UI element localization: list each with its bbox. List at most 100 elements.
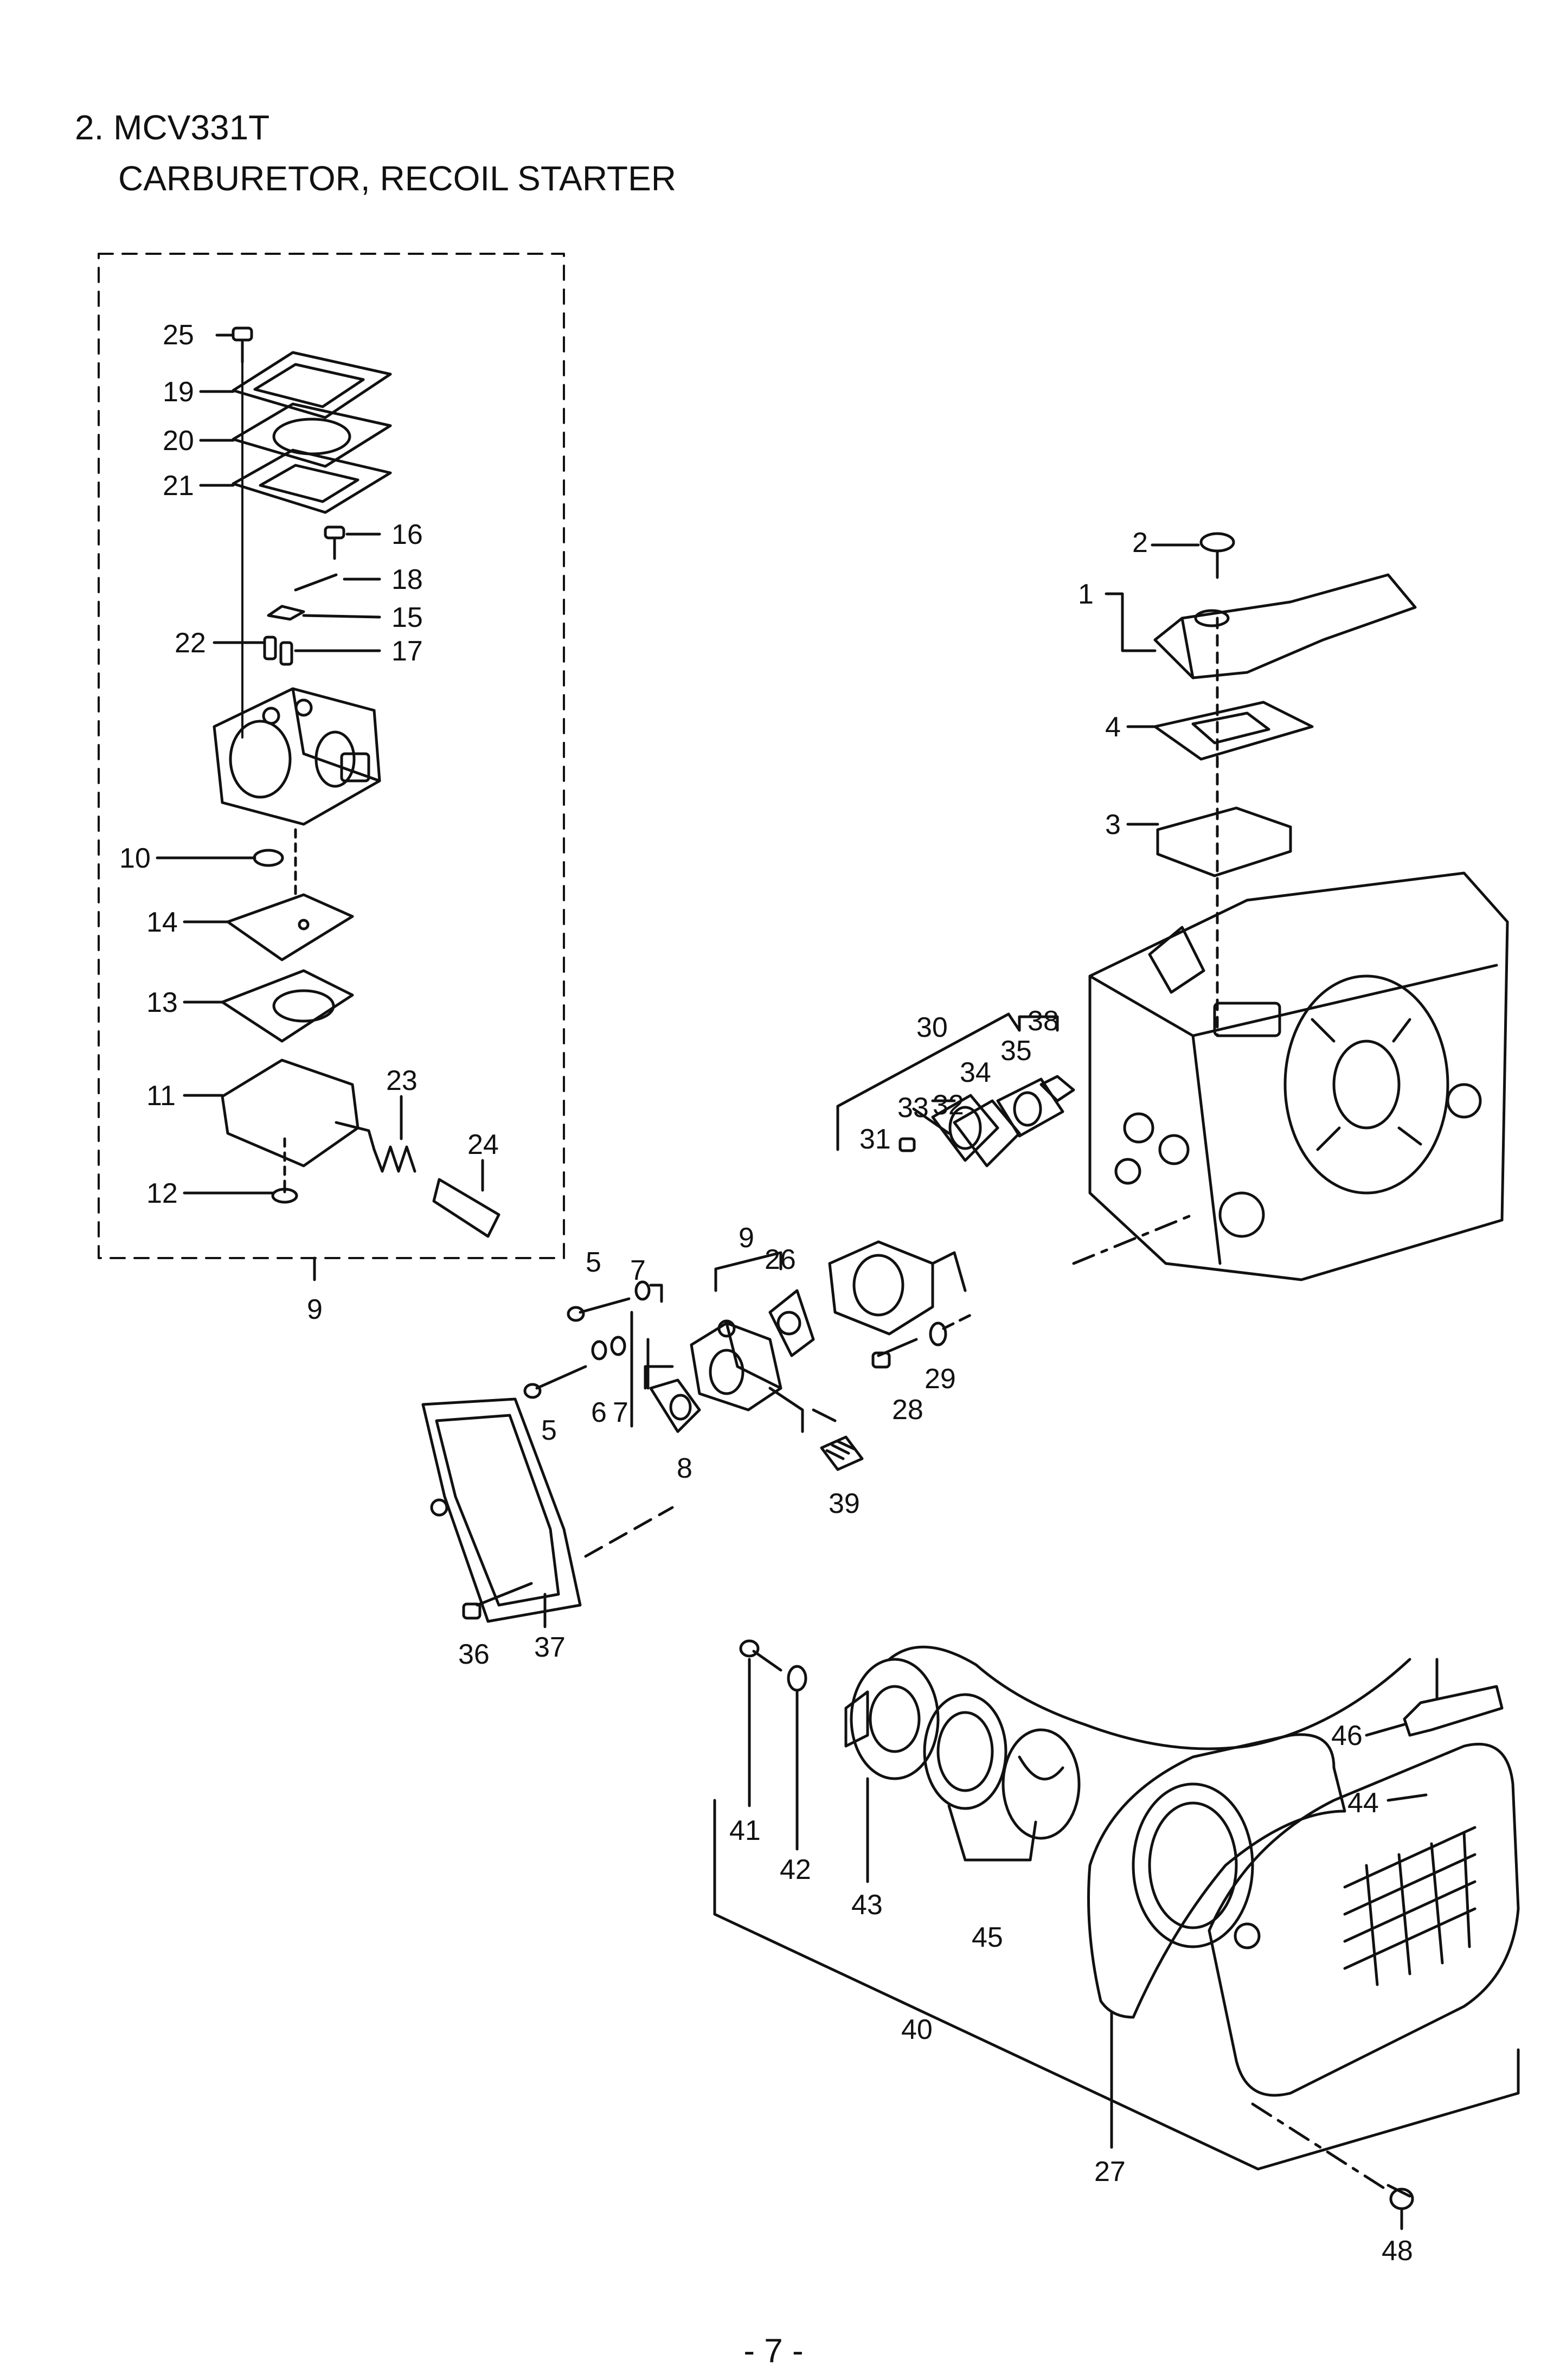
screw-part-28 bbox=[871, 1338, 918, 1369]
spring-part-23 bbox=[373, 1095, 416, 1173]
gasket-part-34 bbox=[953, 1099, 1021, 1167]
label-24: 24 bbox=[467, 1129, 499, 1160]
fan-cover-part-27 bbox=[1087, 1733, 1346, 2149]
needle-part-17 bbox=[279, 641, 381, 666]
carburetor-detail-boundary bbox=[98, 253, 565, 1259]
reel-part-43 bbox=[844, 1658, 940, 1883]
label-20: 20 bbox=[163, 425, 194, 457]
label-12: 12 bbox=[146, 1178, 178, 1209]
label-5-upper: 5 bbox=[586, 1247, 601, 1278]
bracket-38 bbox=[1018, 1015, 1059, 1032]
gasket-part-21 bbox=[199, 448, 392, 514]
label-9-detail: 9 bbox=[307, 1294, 323, 1325]
label-34: 34 bbox=[960, 1057, 991, 1088]
label-36: 36 bbox=[458, 1639, 490, 1670]
label-30: 30 bbox=[916, 1012, 948, 1043]
intake-manifold bbox=[828, 1240, 967, 1336]
label-5-lower: 5 bbox=[541, 1415, 557, 1446]
label-13: 13 bbox=[146, 987, 178, 1018]
label-19: 19 bbox=[163, 376, 194, 408]
label-22: 22 bbox=[175, 627, 206, 659]
insulator-part-32 bbox=[931, 1094, 999, 1162]
label-46: 46 bbox=[1331, 1720, 1363, 1752]
carburetor-part-9 bbox=[690, 1251, 804, 1433]
pin-part-18 bbox=[294, 573, 381, 592]
screw-part-36 bbox=[462, 1582, 533, 1620]
label-1: 1 bbox=[1078, 579, 1094, 610]
label-15: 15 bbox=[391, 602, 423, 633]
gasket-part-13 bbox=[183, 969, 354, 1043]
section-title: 2. MCV331T bbox=[75, 108, 270, 147]
label-3: 3 bbox=[1105, 809, 1121, 841]
label-40: 40 bbox=[901, 2014, 933, 2045]
label-42: 42 bbox=[780, 1854, 811, 1885]
diaphragm-part-14 bbox=[183, 893, 354, 961]
label-23: 23 bbox=[386, 1065, 418, 1096]
label-39: 39 bbox=[829, 1488, 860, 1519]
label-35: 35 bbox=[1000, 1035, 1032, 1067]
gasket-part-8 bbox=[644, 1365, 701, 1433]
label-16: 16 bbox=[391, 519, 423, 550]
manifold-part-26 bbox=[768, 1289, 815, 1357]
plate-part-38 bbox=[1039, 1075, 1075, 1102]
knob-part-2 bbox=[1151, 532, 1235, 579]
needle-part-22 bbox=[213, 636, 277, 660]
label-2: 2 bbox=[1132, 527, 1148, 559]
label-18: 18 bbox=[391, 564, 423, 595]
label-41: 41 bbox=[729, 1815, 761, 1846]
pump-cover-part-19 bbox=[199, 351, 392, 419]
metering-cover-part-11 bbox=[183, 1059, 376, 1189]
air-filter-part-3 bbox=[1126, 617, 1292, 1037]
label-21: 21 bbox=[163, 470, 194, 502]
screw-part-33 bbox=[898, 1137, 916, 1152]
adjust-screw-part-39 bbox=[812, 1408, 864, 1471]
label-7-lower: 7 bbox=[613, 1397, 628, 1428]
label-17: 17 bbox=[391, 636, 423, 667]
air-cleaner-cover-part-1 bbox=[1105, 573, 1417, 679]
label-4: 4 bbox=[1105, 711, 1121, 743]
filter-holder-part-4 bbox=[1126, 701, 1314, 761]
page-number: - 7 - bbox=[743, 2332, 804, 2370]
lever-part-15 bbox=[267, 605, 381, 621]
label-43: 43 bbox=[851, 1889, 883, 1921]
bracket-30 bbox=[836, 1012, 1021, 1151]
bolt-part-41 bbox=[739, 1639, 782, 1807]
starter-rope bbox=[888, 1645, 1411, 1750]
label-48: 48 bbox=[1382, 2235, 1413, 2267]
label-25: 25 bbox=[163, 319, 194, 351]
label-26: 26 bbox=[765, 1244, 796, 1275]
label-9: 9 bbox=[739, 1222, 754, 1254]
label-32: 32 bbox=[933, 1089, 964, 1121]
handle-part-46 bbox=[1365, 1658, 1504, 1737]
washer-part-6 bbox=[591, 1340, 607, 1361]
label-6: 6 bbox=[591, 1397, 607, 1428]
label-28: 28 bbox=[892, 1394, 923, 1426]
label-7-upper: 7 bbox=[630, 1255, 646, 1286]
screw-part-25 bbox=[215, 326, 253, 364]
screw-part-5-lower bbox=[523, 1365, 587, 1399]
starter-housing bbox=[1208, 1742, 1520, 2097]
gasket-part-35 bbox=[996, 1077, 1064, 1138]
filter-part-10 bbox=[156, 828, 297, 896]
washer-part-7-lower bbox=[610, 1336, 626, 1356]
adjust-screw-part-24 bbox=[432, 1159, 500, 1238]
label-14: 14 bbox=[146, 907, 178, 938]
engine-crankcase bbox=[1088, 871, 1509, 1281]
label-31: 31 bbox=[859, 1124, 891, 1155]
label-38: 38 bbox=[1028, 1005, 1059, 1037]
label-11: 11 bbox=[146, 1080, 176, 1112]
section-subtitle: CARBURETOR, RECOIL STARTER bbox=[118, 159, 676, 198]
label-8: 8 bbox=[677, 1453, 692, 1484]
screw-part-48 bbox=[1386, 2184, 1414, 2230]
label-27: 27 bbox=[1094, 2156, 1126, 2187]
spring-case-part-45 bbox=[923, 1693, 1081, 1862]
label-37: 37 bbox=[534, 1632, 566, 1663]
label-33: 33 bbox=[897, 1092, 929, 1124]
screw-part-12 bbox=[183, 1181, 298, 1204]
label-45: 45 bbox=[972, 1922, 1003, 1953]
bracket-40 bbox=[713, 1799, 1520, 2171]
washer-part-29 bbox=[929, 1321, 947, 1346]
